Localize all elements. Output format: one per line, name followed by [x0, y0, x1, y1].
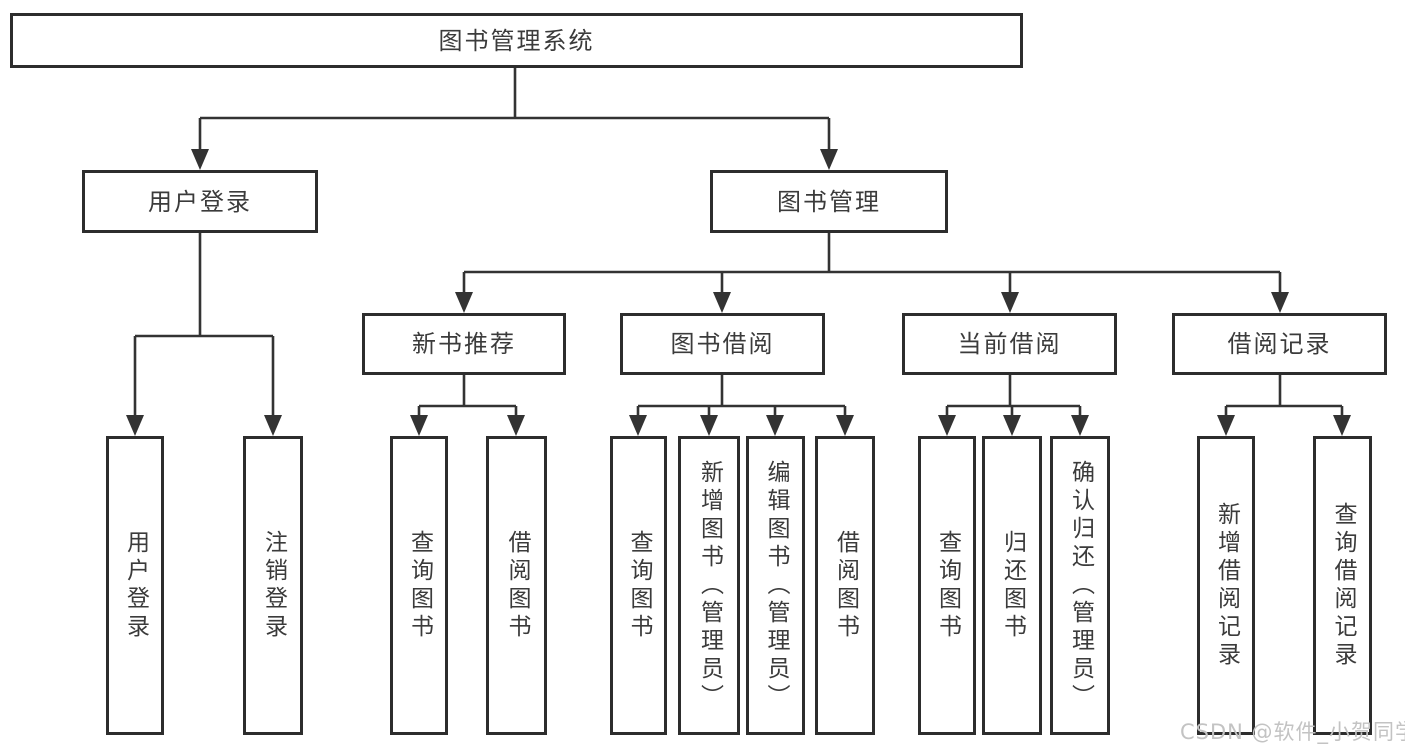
node-borrow-records-label: 借阅记录 — [1227, 330, 1332, 358]
node-book-borrow-label: 图书借阅 — [670, 330, 775, 358]
leaf-return-books: 归还图书 — [982, 436, 1042, 735]
node-user-login-label: 用户登录 — [148, 187, 252, 216]
leaf-query-books-label: 查询图书 — [626, 529, 652, 642]
leaf-borrow-books: 借阅图书 — [815, 436, 875, 735]
node-new-book-recommend-label: 新书推荐 — [412, 330, 516, 358]
leaf-borrow-books-label: 借阅图书 — [504, 529, 530, 642]
leaf-query-borrow-record: 查询借阅记录 — [1313, 436, 1372, 735]
leaf-query-borrow-record-label: 查询借阅记录 — [1330, 501, 1356, 670]
node-user-login: 用户登录 — [82, 170, 318, 233]
leaf-logout: 注销登录 — [243, 436, 303, 735]
node-current-borrow-label: 当前借阅 — [957, 330, 1062, 358]
node-root: 图书管理系统 — [10, 13, 1023, 68]
node-book-borrow: 图书借阅 — [620, 313, 825, 375]
node-book-management-label: 图书管理 — [777, 187, 881, 216]
leaf-borrow-books: 借阅图书 — [486, 436, 547, 735]
leaf-user-login: 用户登录 — [106, 436, 164, 735]
leaf-edit-book-admin-label: 编辑图书（管理员） — [763, 459, 789, 712]
leaf-query-books-label: 查询图书 — [934, 529, 961, 642]
leaf-add-borrow-record-label: 新增借阅记录 — [1213, 501, 1240, 670]
leaf-add-borrow-record: 新增借阅记录 — [1197, 436, 1255, 735]
node-new-book-recommend: 新书推荐 — [362, 313, 566, 375]
leaf-return-books-label: 归还图书 — [999, 529, 1026, 642]
leaf-borrow-books-label: 借阅图书 — [832, 529, 859, 642]
leaf-add-book-admin-label: 新增图书（管理员） — [696, 459, 723, 712]
node-borrow-records: 借阅记录 — [1172, 313, 1387, 375]
node-root-label: 图书管理系统 — [438, 26, 595, 55]
leaf-query-books: 查询图书 — [918, 436, 976, 735]
leaf-user-login-label: 用户登录 — [122, 529, 149, 642]
leaf-confirm-return-admin-label: 确认归还（管理员） — [1067, 459, 1094, 712]
leaf-query-books-label: 查询图书 — [406, 529, 433, 642]
leaf-add-book-admin: 新增图书（管理员） — [678, 436, 740, 735]
node-book-management: 图书管理 — [710, 170, 948, 233]
node-current-borrow: 当前借阅 — [902, 313, 1117, 375]
leaf-query-books: 查询图书 — [390, 436, 448, 735]
leaf-edit-book-admin: 编辑图书（管理员） — [746, 436, 805, 735]
leaf-logout-label: 注销登录 — [260, 529, 287, 642]
leaf-confirm-return-admin: 确认归还（管理员） — [1050, 436, 1110, 735]
leaf-query-books: 查询图书 — [610, 436, 667, 735]
csdn-watermark: CSDN @软件_小贺同学 — [1180, 720, 1405, 744]
